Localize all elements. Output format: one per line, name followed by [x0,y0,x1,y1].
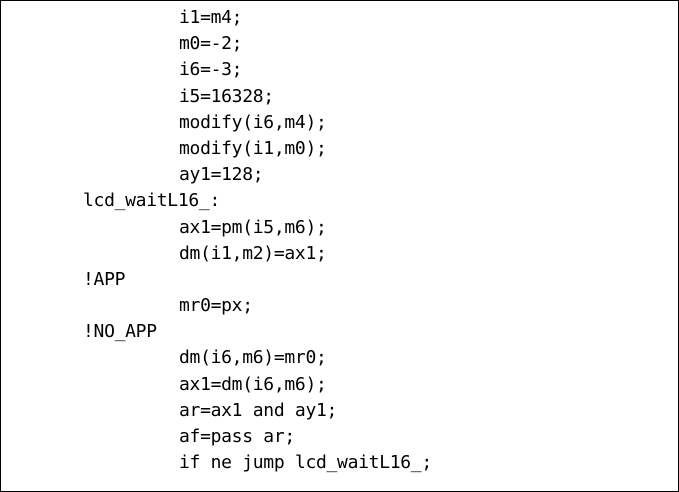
code-line: if ne jump lcd_waitL16_; [179,452,432,474]
code-line: ax1=pm(i5,m6); [179,216,327,238]
code-line: modify(i6,m4); [179,111,327,133]
code-line: mr0=px; [179,295,253,317]
code-line: ax1=dm(i6,m6); [179,373,327,395]
code-line: dm(i1,m2)=ax1; [179,242,327,264]
code-line: m0=-2; [179,33,243,55]
code-label-line: lcd_waitL16_: [83,190,220,212]
code-directive-line: !APP [83,268,126,290]
code-listing: i1=m4; m0=-2; i6=-3; i5=16328; modify(i6… [1,5,678,476]
code-line: i5=16328; [179,85,274,107]
code-line: ay1=128; [179,164,264,186]
code-directive-line: !NO_APP [83,321,157,343]
code-line: dm(i6,m6)=mr0; [179,347,327,369]
code-line: i6=-3; [179,59,243,81]
code-line: modify(i1,m0); [179,137,327,159]
code-line: ar=ax1 and ay1; [179,399,338,421]
code-line: i1=m4; [179,7,243,28]
code-line: af=pass ar; [179,426,295,447]
